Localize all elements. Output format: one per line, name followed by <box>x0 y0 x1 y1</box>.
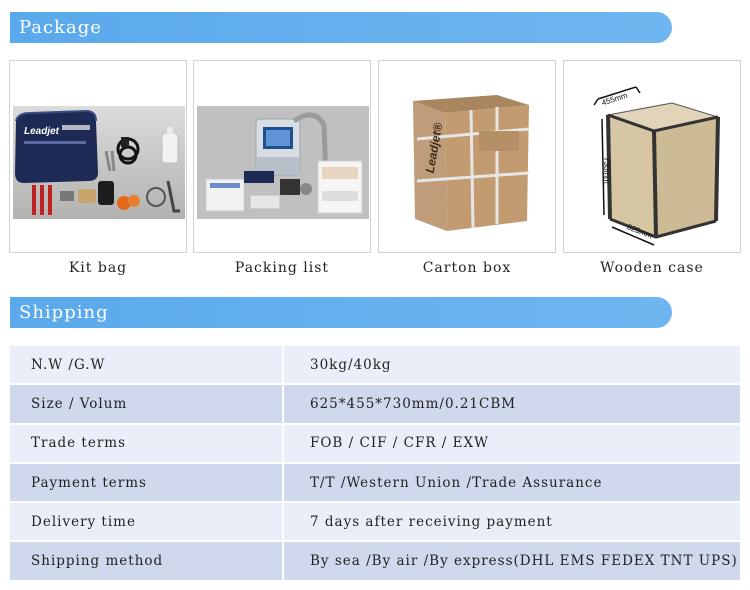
kit-bag-card: Leadjet <box>9 60 187 253</box>
carton-box-card: Leadjet® <box>378 60 556 253</box>
shipping-title: Shipping <box>19 302 109 323</box>
row-value: 30kg/40kg <box>282 346 740 386</box>
packing-list-image <box>197 106 369 219</box>
row-label: Shipping method <box>10 542 282 582</box>
row-value: T/T /Western Union /Trade Assurance <box>282 463 740 504</box>
row-label: Trade terms <box>10 424 282 464</box>
kit-bag-brand-text: Leadjet <box>24 126 60 137</box>
kit-bag-caption: Kit bag <box>68 260 128 276</box>
packing-list-caption: Packing list <box>234 260 330 276</box>
row-label: Payment terms <box>10 463 282 504</box>
package-title: Package <box>19 17 102 38</box>
kit-bag-image: Leadjet <box>13 106 185 219</box>
package-section-header: Package <box>10 12 672 43</box>
carton-box-caption: Carton box <box>422 260 512 276</box>
row-label: Size / Volum <box>10 385 282 425</box>
table-row: Delivery time 7 days after receiving pay… <box>10 503 740 543</box>
wooden-case-caption: Wooden case <box>600 260 704 276</box>
wooden-case-card: 455mm 730mm 625mm <box>563 60 741 253</box>
dim-height-label: 730mm <box>602 157 611 184</box>
row-value: FOB / CIF / CFR / EXW <box>282 424 740 464</box>
table-row: Trade terms FOB / CIF / CFR / EXW <box>10 424 740 464</box>
shipping-table: N.W /G.W 30kg/40kg Size / Volum 625*455*… <box>10 346 740 582</box>
carton-box-image: Leadjet® <box>413 95 530 231</box>
row-label: Delivery time <box>10 503 282 543</box>
packing-list-card <box>193 60 371 253</box>
table-row: Payment terms T/T /Western Union /Trade … <box>10 463 740 504</box>
row-value: 625*455*730mm/0.21CBM <box>282 385 740 425</box>
wooden-case-image: 455mm 730mm 625mm <box>593 86 720 246</box>
shipping-section-header: Shipping <box>10 297 672 328</box>
table-row: N.W /G.W 30kg/40kg <box>10 346 740 386</box>
row-label: N.W /G.W <box>10 346 282 386</box>
row-value: By sea /By air /By express(DHL EMS FEDEX… <box>282 542 740 582</box>
row-value: 7 days after receiving payment <box>282 503 740 543</box>
table-row: Shipping method By sea /By air /By expre… <box>10 542 740 582</box>
table-row: Size / Volum 625*455*730mm/0.21CBM <box>10 385 740 425</box>
